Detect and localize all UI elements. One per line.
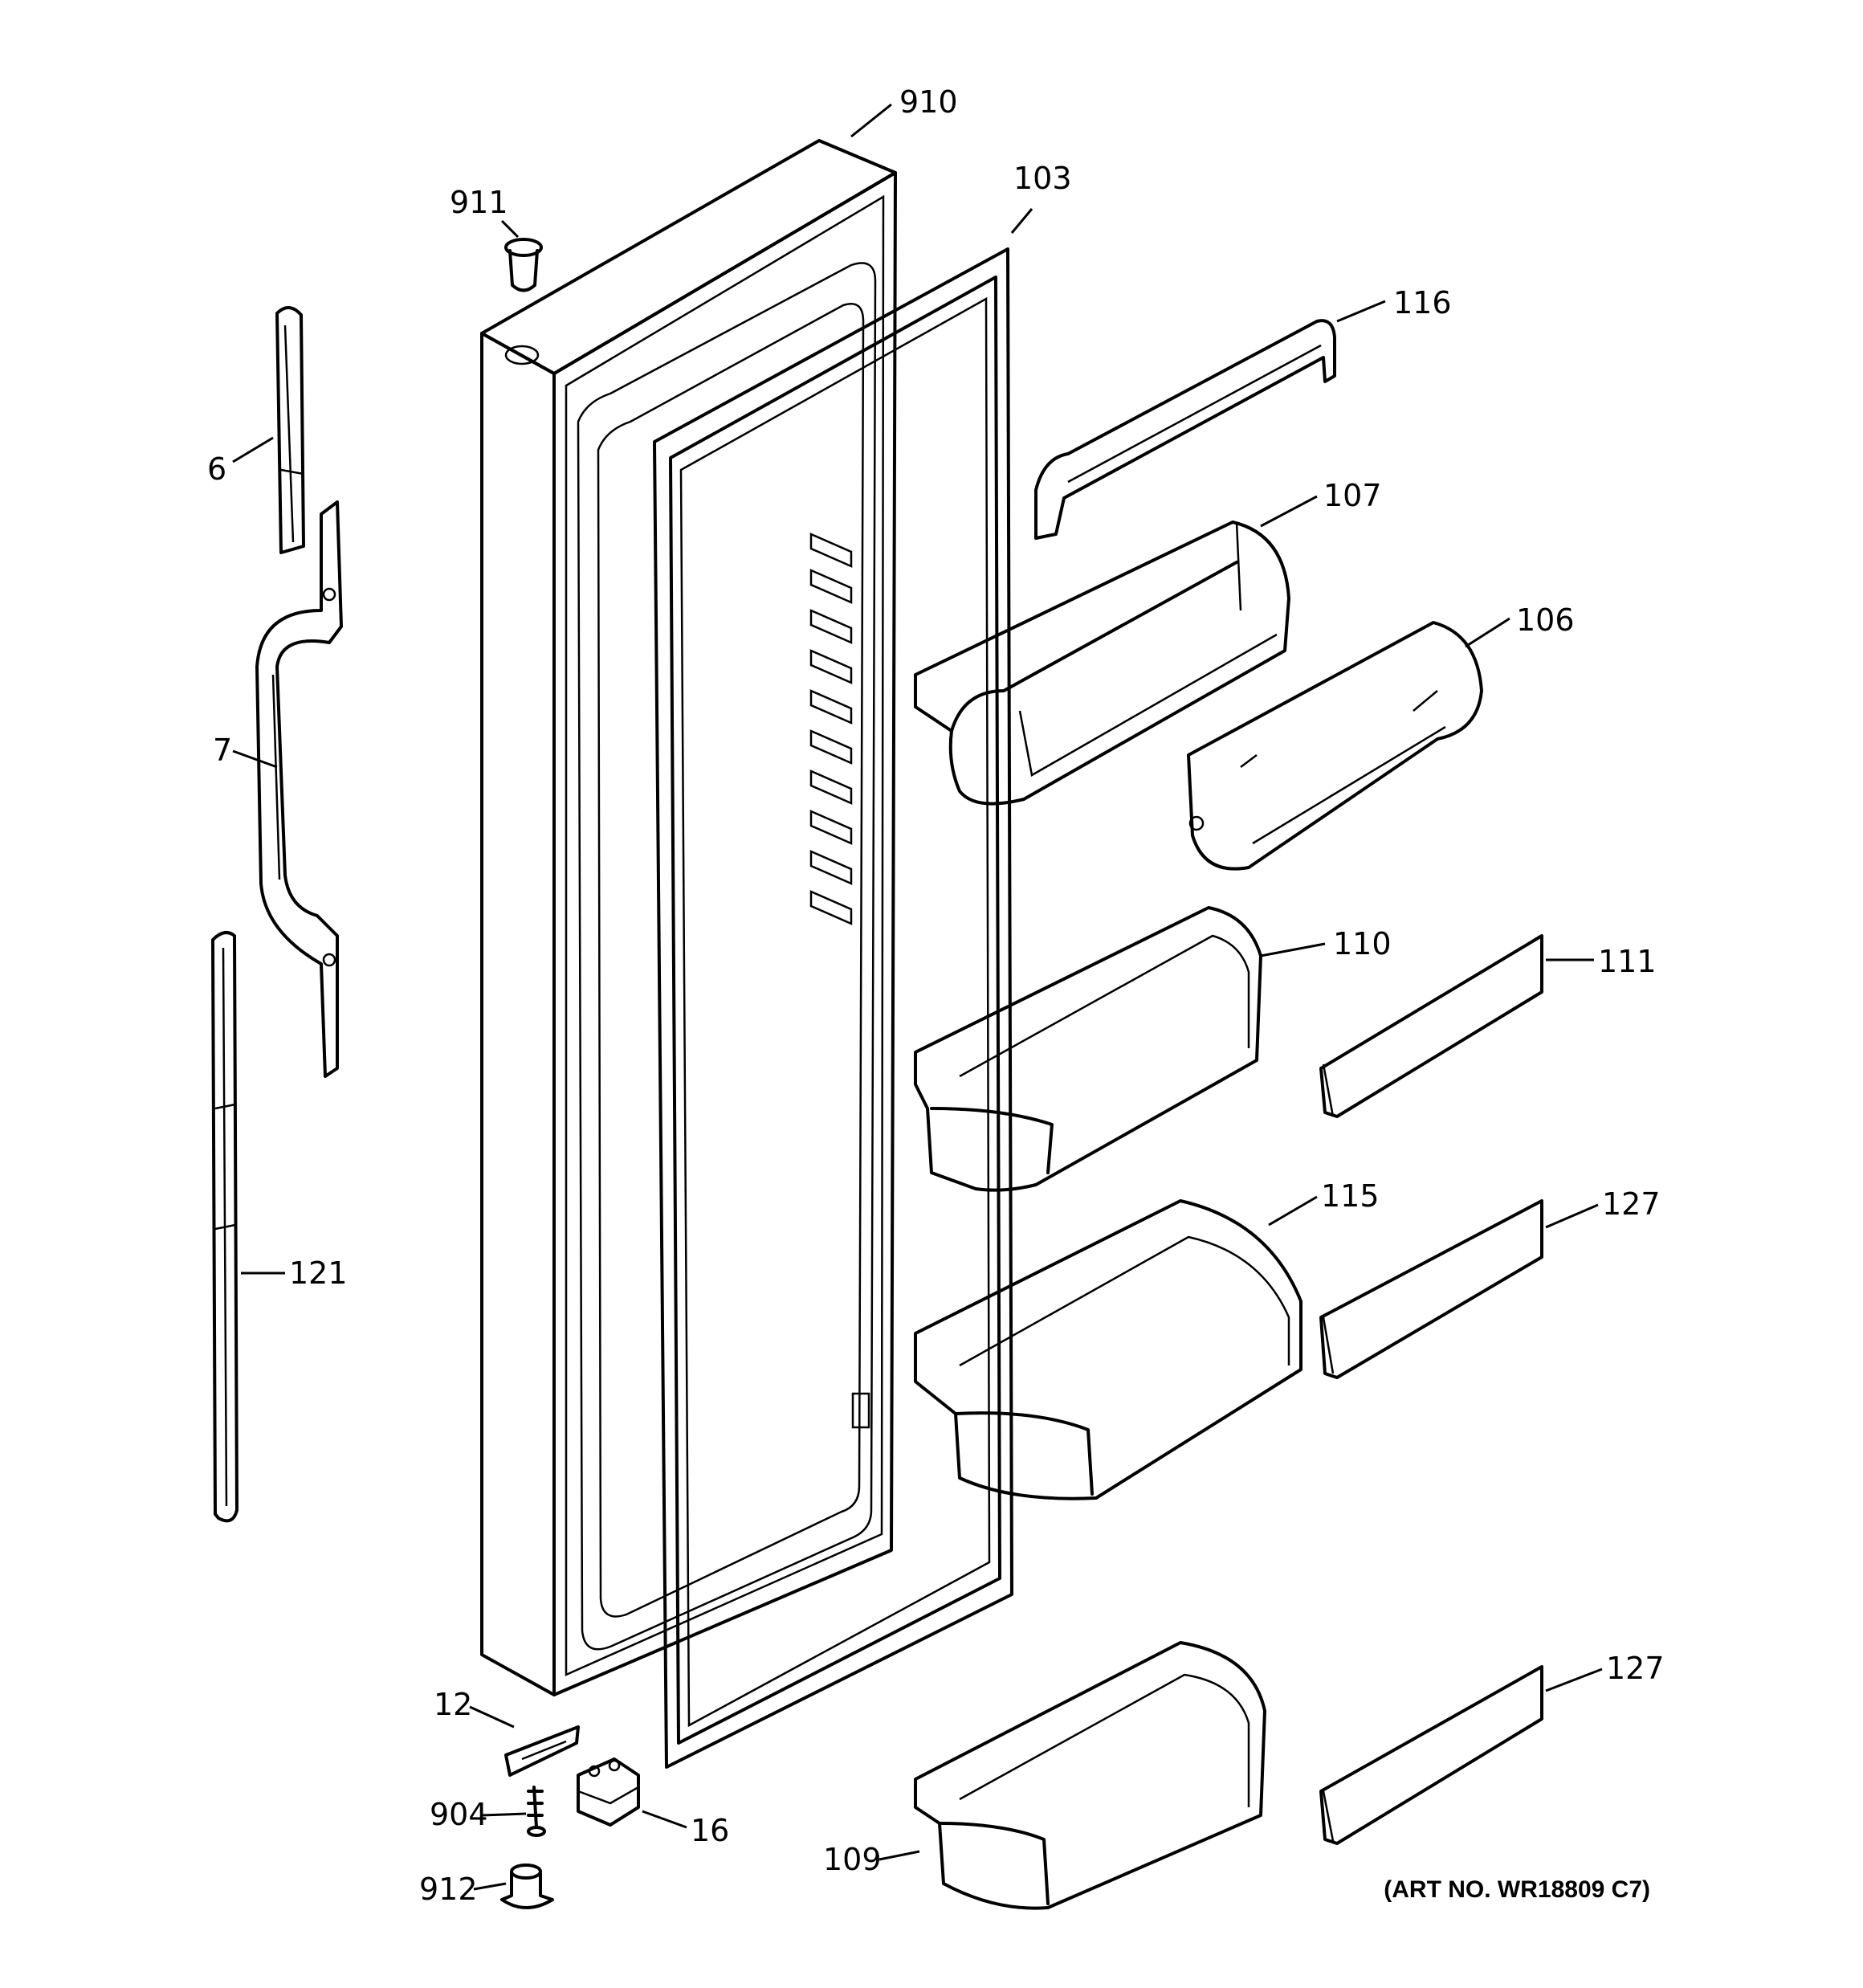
part-106-cover — [1187, 621, 1483, 871]
art-number: (ART NO. WR18809 C7) — [1384, 1876, 1650, 1903]
callout-12: 12 — [434, 1687, 472, 1722]
part-109-bin — [914, 1641, 1266, 1910]
callout-127-lower: 127 — [1606, 1651, 1665, 1686]
part-904-screw — [527, 1786, 546, 1837]
part-7-handle — [255, 500, 343, 1078]
callout-107: 107 — [1323, 478, 1382, 513]
part-910-door — [480, 139, 897, 1696]
part-16-hinge — [577, 1757, 640, 1827]
callout-7: 7 — [213, 733, 232, 768]
leader-lines — [232, 103, 1603, 1891]
part-911-bushing — [504, 238, 543, 292]
part-127a-cover — [1319, 1199, 1543, 1379]
callout-115: 115 — [1321, 1178, 1380, 1214]
part-12-hinge-cover — [504, 1725, 580, 1777]
part-127b-cover — [1319, 1665, 1543, 1845]
callout-106: 106 — [1516, 602, 1575, 638]
callout-912: 912 — [419, 1872, 478, 1907]
door-rib-row — [809, 533, 853, 925]
callout-103: 103 — [1013, 161, 1072, 196]
part-116-rail — [1034, 319, 1336, 540]
callout-109: 109 — [823, 1842, 882, 1877]
callout-127-upper: 127 — [1602, 1186, 1661, 1222]
callout-6: 6 — [207, 451, 226, 487]
callout-111: 111 — [1598, 944, 1657, 979]
callout-16: 16 — [691, 1813, 729, 1848]
part-111-cover — [1319, 934, 1543, 1118]
part-110-bin — [914, 906, 1262, 1192]
part-103-gasket — [653, 247, 1013, 1769]
callout-116: 116 — [1393, 285, 1452, 320]
part-121-trim — [211, 931, 238, 1523]
callout-904: 904 — [430, 1797, 488, 1832]
callout-110: 110 — [1333, 926, 1392, 961]
part-115-bin — [914, 1199, 1302, 1500]
callout-121: 121 — [289, 1255, 348, 1291]
part-6-trim — [275, 306, 305, 554]
part-107-bin — [914, 520, 1290, 806]
callout-911: 911 — [450, 185, 508, 220]
part-912-bushing — [500, 1863, 554, 1909]
callout-910: 910 — [899, 84, 958, 120]
callout-labels: 910 911 103 116 6 107 106 7 110 111 115 … — [207, 84, 1665, 1907]
